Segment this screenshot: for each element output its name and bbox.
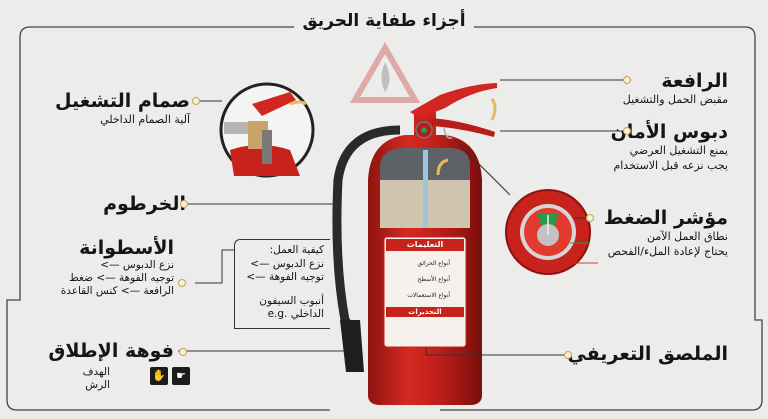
extinguisher-label-footer: التحذيرات (408, 308, 442, 316)
label-operating-valve: صمام التشغيل آلية الصمام الداخلي (55, 90, 190, 127)
cylinder-step-3: الرافعة —> كنس القاعدة (60, 285, 174, 297)
safety-pin-sub-2: يجب نزعه قبل الاستخدام (613, 159, 728, 172)
label-hose: الخرطوم (103, 193, 186, 215)
how-to-line-2: نزع الدبوس —> (250, 257, 324, 270)
how-to-spacer (246, 285, 324, 295)
leader-dot (564, 351, 572, 359)
leader-dot (586, 214, 594, 222)
how-to-box: كيفية العمل: نزع الدبوس —> توجيه الفوهة … (234, 239, 330, 329)
leader-dot (178, 279, 186, 287)
aim-hand-icon: ☛ (172, 367, 190, 385)
usage-class-row: أنواع الاستعمالات (407, 292, 450, 299)
nozzle-heading: فوهة الإطلاق (48, 340, 174, 362)
label-id-label: الملصق التعريفي (567, 343, 728, 365)
hose-heading: الخرطوم (103, 193, 186, 215)
safety-pin-heading: دبوس الأمان (610, 121, 728, 143)
label-nozzle: فوهة الإطلاق (48, 340, 174, 362)
how-to-line-1: كيفية العمل: (269, 244, 324, 256)
id-label-heading: الملصق التعريفي (567, 343, 728, 365)
safety-pin-sub-1: يمنع التشغيل العرضي (629, 144, 728, 157)
gauge-safe-range: نطاق العمل الآمن (647, 230, 728, 243)
label-safety-pin: دبوس الأمان يمنع التشغيل العرضي يجب نزعه… (611, 121, 728, 173)
cylinder-step-2: توجيه الفوهة —> ضغط (69, 272, 174, 284)
operating-valve-sub: آلية الصمام الداخلي (100, 113, 190, 126)
cylinder-heading: الأسطوانة (79, 237, 174, 259)
label-pressure-gauge: مؤشر الضغط نطاق العمل الآمن يحتاج لإعادة… (604, 207, 728, 259)
nozzle-spray: الرش (85, 379, 110, 391)
how-to-line-6: الداخلي .e.g (267, 308, 324, 320)
page-title: أجزاء طفاية الحريق (0, 11, 768, 31)
spray-hand-icon: ✋ (150, 367, 168, 385)
leader-dot (623, 127, 631, 135)
how-to-line-3: توجيه الفوهة —> (246, 271, 324, 283)
extinguisher-label-header: التعليمات (406, 240, 444, 249)
leader-dot (180, 200, 188, 208)
nozzle-icons: ✋ ☛ (150, 367, 190, 385)
label-lever: الرافعة مقبض الحمل والتشغيل (623, 70, 728, 107)
cylinder-step-1: نزع الدبوس —> (100, 259, 174, 271)
lever-sub: مقبض الحمل والتشغيل (622, 93, 728, 106)
gauge-refill-range: يحتاج لإعادة الملء/الفحص (607, 245, 728, 258)
nozzle-sub: الهدف الرش (83, 366, 110, 392)
label-cylinder: الأسطوانة نزع الدبوس —> توجيه الفوهة —> … (61, 237, 174, 298)
how-to-line-5: أنبوب السيفون (259, 294, 324, 307)
operating-valve-heading: صمام التشغيل (55, 90, 190, 112)
leader-dot (623, 76, 631, 84)
pressure-gauge-heading: مؤشر الضغط (603, 207, 728, 229)
extinguisher-label-rows: أنواع الحرائق أنواع الأسطح أنواع الاستعم… (398, 256, 450, 304)
fire-class-row: أنواع الحرائق (417, 260, 450, 267)
nozzle-target: الهدف (82, 366, 110, 378)
leader-dot (192, 97, 200, 105)
lever-heading: الرافعة (661, 70, 728, 92)
surface-class-row: أنواع الأسطح (417, 276, 450, 283)
leader-dot (179, 348, 187, 356)
watermark-logo-icon (349, 41, 421, 103)
